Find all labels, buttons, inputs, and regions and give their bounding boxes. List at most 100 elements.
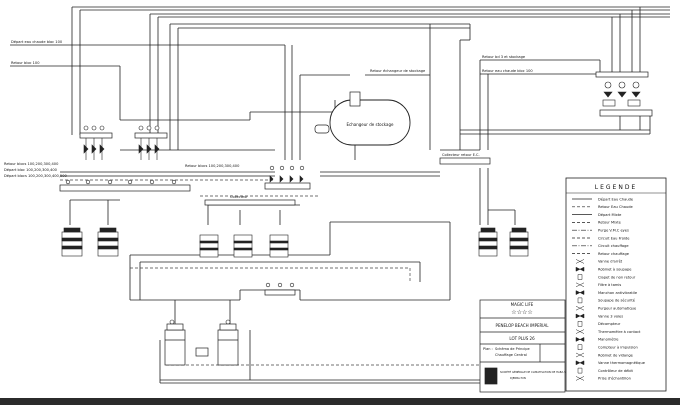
legend-symbol-icon — [575, 352, 585, 358]
label-left-group-1: Retour blocs 100,200,300,400 — [4, 162, 59, 166]
tank-right-2 — [509, 227, 529, 257]
legend-item: Vanne d'arrêt — [575, 259, 623, 264]
legend-item: Retour Mixte — [572, 221, 622, 225]
legend-symbol-icon — [575, 336, 585, 342]
manifolds — [59, 71, 653, 296]
legend-label: Thermomètre à contact — [597, 330, 641, 334]
legend-label: Départ Mixte — [598, 213, 622, 217]
legend-item: Manchon antivibratile — [575, 290, 638, 296]
tank-mid-3 — [269, 234, 289, 258]
label-left-group-3: Départ blocs 100,200,300,400,500 — [4, 174, 68, 178]
legend-label: Prise d'échantillon — [598, 377, 631, 381]
collector-mid-label: Collecteur — [230, 195, 248, 199]
legend-item: Départ Mixte — [572, 213, 622, 217]
bottom-bar — [0, 398, 680, 405]
legend-item: Robinet à soupape — [575, 266, 632, 272]
label-retour-eau-chaude: Retour bloc 100 — [11, 61, 40, 65]
valve-group-bottom — [169, 282, 295, 325]
legend-label: Robinet de vidange — [598, 353, 634, 357]
legend-label: Vanne d'arrêt — [598, 260, 623, 264]
company-name: SOCIÉTÉ GÉNÉRALE DE CLIMATISATION DE HAB… — [500, 369, 574, 374]
lot-label: LOT PLUS 26 — [509, 336, 535, 341]
legend-item: Retour Eau Chaude — [572, 205, 633, 209]
legend-symbol-icon — [577, 274, 583, 280]
legend-item: Clapet de non retour — [577, 274, 636, 280]
legend-symbol-icon — [575, 266, 585, 272]
company-line2: DJERBA-TUN — [510, 376, 526, 380]
legend-symbol-icon — [577, 344, 583, 350]
legend-item: Contrôleur de débit — [577, 367, 634, 374]
echangeur-label: Echangeur de stockage — [347, 122, 395, 127]
pipe-network — [10, 6, 670, 384]
legend-item: Départ Eau Chaude — [572, 197, 634, 201]
tank-left-1 — [61, 227, 83, 257]
legend-item: Décompteur — [577, 321, 621, 327]
legend-item: Thermomètre à contact — [575, 329, 641, 334]
project-stars: ☆☆☆☆ — [511, 309, 533, 316]
valve-group-lower-left — [65, 179, 177, 185]
label-retour-bloc-lower: Retour blocs 100,200,300,400 — [185, 164, 240, 168]
legend-item: Soupape de sécurité — [577, 297, 636, 304]
tank-left-2 — [97, 227, 119, 257]
legend-item: Purgeur automatique — [575, 305, 637, 311]
plan-line1: Schéma de Principe — [495, 347, 530, 351]
legend-label: Retour Eau Chaude — [598, 205, 633, 209]
legend-item: Compteur à impulsion — [577, 344, 638, 350]
hotel-name: PENELOP BEACH IMPERIAL — [496, 323, 550, 328]
legend-label: Soupape de sécurité — [598, 299, 636, 303]
tank-right-1 — [478, 227, 498, 257]
legend-symbol-icon — [575, 282, 585, 288]
legend-label: Circuit Eau Froide — [598, 236, 630, 240]
legend-label: Filtre à tamis — [598, 283, 621, 287]
legend-label: Manchon antivibratile — [598, 291, 638, 295]
legend-label: Manomètre — [598, 338, 619, 342]
legend-label: Purgeur automatique — [598, 307, 637, 311]
legend-label: Clapet de non retour — [598, 275, 636, 279]
plan-line2: Chauffage Central — [495, 353, 527, 357]
legend-symbol-icon — [575, 290, 585, 296]
plan-label: Plan : — [483, 347, 493, 351]
legend-label: Robinet à soupape — [598, 268, 632, 272]
boiler-1 — [164, 323, 186, 366]
legend-label: Contrôleur de débit — [598, 369, 634, 373]
legend-item: Circuit chauffage — [572, 244, 629, 248]
storage-tanks — [61, 227, 529, 258]
legend-symbol-icon — [575, 329, 585, 334]
tank-mid-1 — [199, 234, 219, 258]
legend-label: Vanne thermomagnétique — [598, 361, 646, 365]
label-retour-bd: Retour bd 3 et stockage — [482, 55, 526, 59]
echangeur-tank: Echangeur de stockage — [314, 91, 411, 146]
valve-group-left-a — [83, 125, 105, 160]
project-name: MAGIC LIFE — [511, 302, 534, 307]
legend-symbol-icon — [577, 297, 583, 304]
legend-item: Manomètre — [575, 336, 619, 342]
label-depart-eau-chaude: Départ eau chaude bloc 100 — [11, 40, 63, 44]
legend-symbol-icon — [575, 305, 585, 311]
legend-label: Vanne 3 voies — [598, 314, 623, 318]
legend-symbol-icon — [575, 259, 585, 264]
label-retour-eau-chaude-2: Retour eau chaude bloc 100 — [482, 69, 533, 73]
legend-item: Vanne 3 voies — [575, 313, 623, 319]
valve-group-left-b — [138, 125, 160, 160]
title-block-text: MAGIC LIFE ☆☆☆☆ PENELOP BEACH IMPERIAL L… — [483, 302, 574, 380]
tank-mid-2 — [233, 234, 253, 258]
legend-symbol-icon — [575, 360, 585, 366]
legend-label: Compteur à impulsion — [598, 346, 638, 350]
legend-item: Circuit Eau Froide — [572, 236, 630, 240]
title-block — [479, 299, 566, 393]
legend-symbol-icon — [577, 321, 583, 327]
boiler-pump — [195, 347, 209, 357]
legend-item: Retour chauffage — [572, 252, 630, 256]
legend-item: Robinet de vidange — [575, 352, 634, 358]
legend-label: Purge V.M.C eyes — [598, 229, 629, 233]
pipe-labels: Départ eau chaude bloc 100 Retour bloc 1… — [4, 40, 533, 178]
legend-title: LEGENDE — [595, 184, 637, 191]
legend-item: Purge V.M.C eyes — [572, 229, 629, 233]
boilers — [164, 323, 239, 366]
valve-group-center — [269, 165, 305, 183]
legend-symbol-icon — [575, 313, 585, 319]
legend-label: Circuit chauffage — [598, 244, 629, 248]
